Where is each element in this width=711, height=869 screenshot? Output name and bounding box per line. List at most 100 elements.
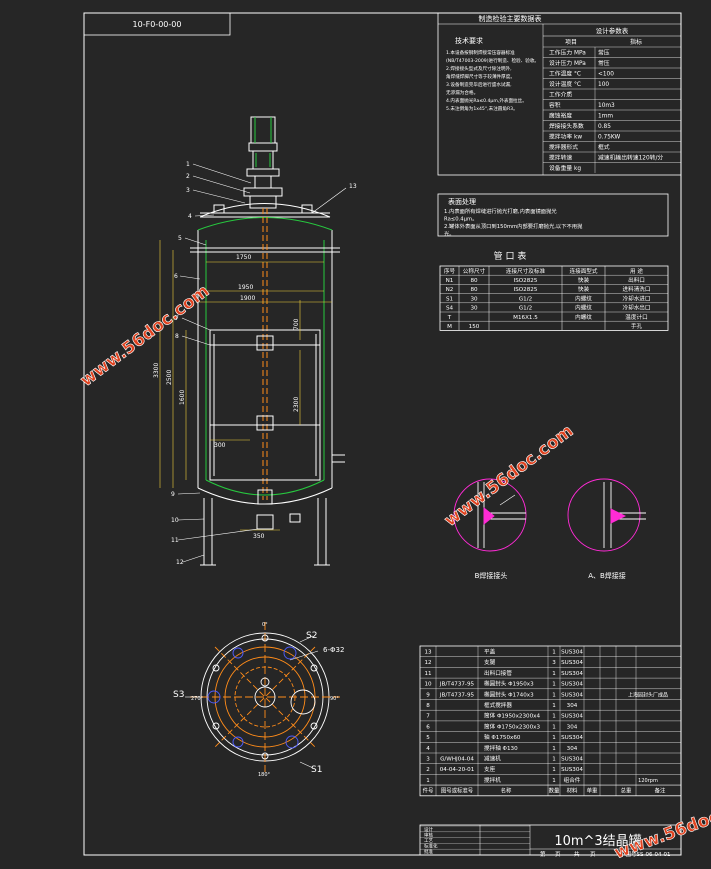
tech-col-0: 项目 <box>565 39 577 46</box>
title-block-label: 审核 <box>424 832 433 839</box>
title-block-label: 工艺 <box>424 838 433 844</box>
tech-row-value: 框式 <box>598 143 610 151</box>
parts-cell: 1 <box>552 703 556 709</box>
parts-header-cell: 件号 <box>423 787 434 795</box>
tech-row-value: 10m3 <box>598 103 615 109</box>
tech-req-line: (NB/T47003-2009)进行制造、检验、验收。 <box>446 57 539 64</box>
tech-req-line: 1.本设备按钢制焊接常压容器标准 <box>446 49 515 56</box>
callout-number: 9 <box>171 491 175 498</box>
drawing-code: 10-F0-00-00 <box>133 20 182 29</box>
tech-row-label: 腐蚀裕度 <box>549 112 572 120</box>
drawing-title: 10m^3结晶罐 <box>554 834 641 849</box>
parts-cell: 9 <box>426 692 430 698</box>
parts-cell: 1 <box>552 724 556 730</box>
tech-row-label: 设计温度 °C <box>549 80 581 88</box>
svg-text:S2: S2 <box>306 631 317 641</box>
tech-row-value: 常压 <box>598 49 610 57</box>
parts-cell: SUS304 <box>561 650 583 656</box>
parts-cell: SUS304 <box>561 692 583 698</box>
nozzle-cell: 内螺纹 <box>575 313 592 321</box>
tech-row-label: 设计压力 MPa <box>549 59 586 67</box>
svg-text:0°: 0° <box>262 622 268 628</box>
parts-header-cell: 总重 <box>621 787 632 795</box>
surface-treatment-box: 表面处理 1.内表面所有焊缝进行抛光打磨,内表面镜面抛光 Ra≤0.4μm。2.… <box>437 193 669 238</box>
parts-cell: SUS304 <box>561 714 583 720</box>
parts-cell: SUS304 <box>561 757 583 763</box>
parts-cell: 1 <box>552 671 556 677</box>
code-box <box>83 12 231 36</box>
plan-labels: S2 S3 S1 6-Φ32 0° 90° 180° 270° <box>173 622 344 778</box>
nozzle-cell: G1/2 <box>519 296 532 302</box>
nozzle-cell: 内螺纹 <box>575 304 592 312</box>
tech-row-label: 工作压力 MPa <box>549 49 586 57</box>
tech-row-label: 工作温度 °C <box>549 70 581 78</box>
tech-req-line: 2.焊接接头型式及尺寸除注明外, <box>446 65 512 72</box>
plan-view <box>185 622 340 772</box>
parts-cell: 1 <box>552 692 556 698</box>
svg-text:S3: S3 <box>173 690 184 700</box>
tech-row-value: 0.85 <box>598 124 611 130</box>
nozzle-cell: 快装 <box>578 285 590 293</box>
svg-text:2300: 2300 <box>293 397 300 412</box>
parts-cell: 10 <box>424 682 432 688</box>
tech-row-label: 容积 <box>549 101 561 109</box>
parts-cell: 13 <box>424 650 432 656</box>
nozzle-header-cell: 公称尺寸 <box>463 267 486 275</box>
callout-number: 2 <box>186 173 190 180</box>
nozzle-cell: 150 <box>469 324 480 330</box>
parts-cell: SUS304 <box>561 660 583 666</box>
parts-header-cell: 名称 <box>501 787 512 795</box>
parts-cell: SUS304 <box>561 682 583 688</box>
parts-cell: 11 <box>424 671 432 677</box>
callout-number: 8 <box>175 333 179 340</box>
parts-cell: G/WHJ04-04 <box>440 757 474 763</box>
parts-cell: 1 <box>552 735 556 741</box>
nozzle-cell: M16X1.5 <box>513 315 538 321</box>
tech-row-value: 0.75KW <box>598 135 621 141</box>
parts-cell: 304 <box>567 746 578 752</box>
callout-number: 6 <box>174 273 178 280</box>
parts-cell: SUS304 <box>561 671 583 677</box>
parts-cell: 304 <box>567 703 578 709</box>
parts-cell: 304 <box>567 724 578 730</box>
watermark-text: www.56doc.com <box>77 281 214 391</box>
nozzle-header-cell: 连接面型式 <box>570 267 598 275</box>
nozzle-cell: 内螺纹 <box>575 294 592 302</box>
nozzle-cell: 冷却水出口 <box>623 304 651 312</box>
svg-text:6-Φ32: 6-Φ32 <box>323 646 344 654</box>
tech-row-label: 设备重量 kg <box>549 164 581 172</box>
detail-label-right: A、B焊接接 <box>588 571 626 580</box>
callout-number: 11 <box>171 537 179 544</box>
tech-row-label: 工作介质 <box>549 91 572 99</box>
svg-text:1600: 1600 <box>179 390 186 405</box>
svg-text:1750: 1750 <box>236 254 251 261</box>
nozzle-cell: 手孔 <box>631 322 643 330</box>
parts-cell: 1 <box>552 778 556 784</box>
nozzle-cell: 30 <box>470 306 478 312</box>
tech-req-line: 无渗漏为合格。 <box>446 89 478 96</box>
tech-req-line: 5.未注倒角为1x45°,未注圆角R3。 <box>446 105 518 112</box>
parts-cell: 平盖 <box>484 648 496 656</box>
parts-header-cell: 单重 <box>587 787 598 795</box>
nozzle-cell: M <box>447 324 452 330</box>
svg-text:180°: 180° <box>258 772 271 778</box>
svg-text:S1: S1 <box>311 765 322 775</box>
parts-cell: JB/T4737-95 <box>439 682 475 688</box>
parts-cell: 减速机 <box>484 755 501 763</box>
parts-cell: 筒体 Φ1950x2300x4 <box>484 712 540 720</box>
parts-cell: 1 <box>552 767 556 773</box>
parts-cell: 8 <box>426 703 430 709</box>
tech-sub-heading: 设计参数表 <box>596 26 629 35</box>
callout-number: 10 <box>171 517 179 524</box>
tech-table-heading: 制造检验主要数据表 <box>479 14 542 23</box>
nozzle-header-cell: 用 途 <box>630 267 643 275</box>
nozzle-cell: S4 <box>446 306 454 312</box>
tech-req-line: 角焊缝焊脚尺寸等于较薄件厚度。 <box>446 73 515 80</box>
elevation-dims: 1750 1950 1900 3300 2500 1600 2300 700 3… <box>153 254 300 540</box>
nozzle-cell: 出料口 <box>628 276 645 284</box>
tech-row-label: 搅拌转速 <box>549 154 572 162</box>
title-block-label: 标准化 <box>424 843 438 850</box>
nozzle-header-cell: 连接尺寸及标准 <box>506 267 546 275</box>
